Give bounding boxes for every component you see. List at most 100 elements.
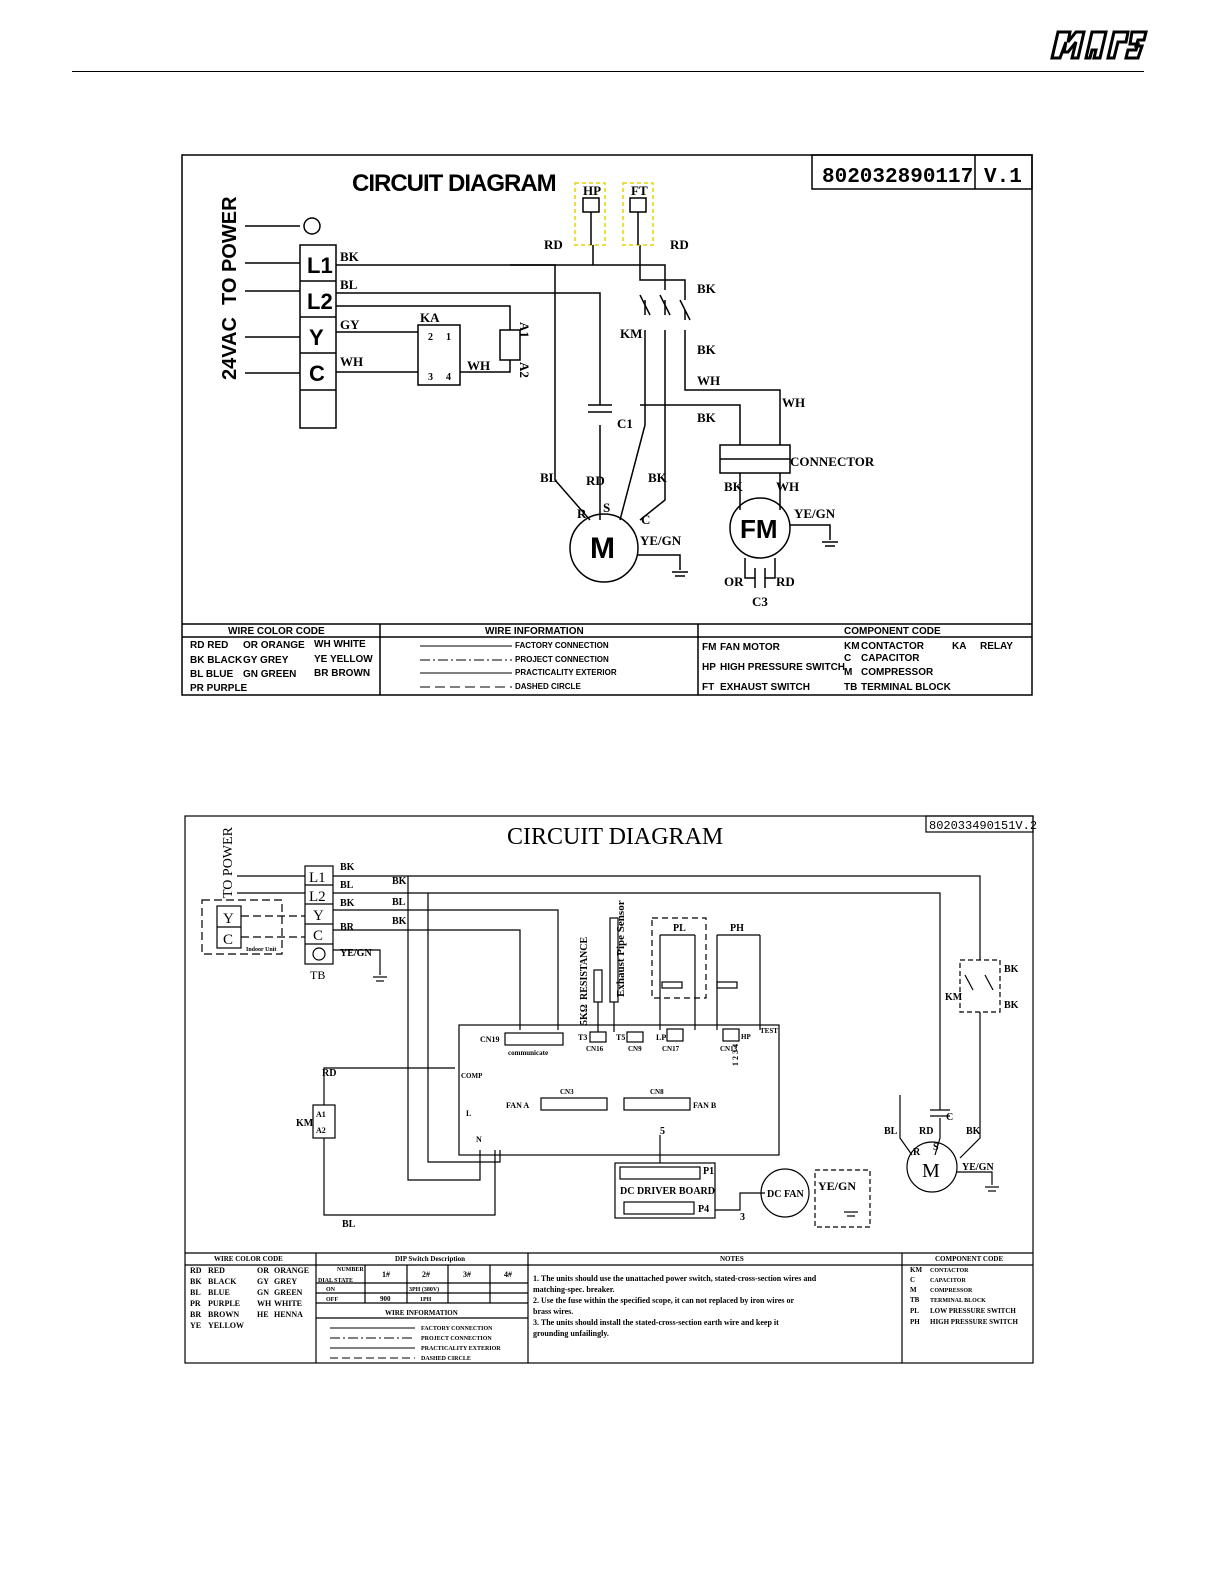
component-label: L (466, 1109, 471, 1118)
component-label: A2 (517, 362, 532, 378)
component-label: KM (296, 1118, 314, 1129)
wire-label: BK (340, 898, 355, 909)
component-label: DC FAN (767, 1189, 805, 1200)
legend-cell: RD (190, 1266, 202, 1275)
component-label: FAN B (693, 1101, 717, 1110)
component-label: A2 (316, 1126, 326, 1135)
legend-cell: FM (702, 642, 716, 653)
component-label: KM (620, 326, 642, 341)
legend-cell: KM (844, 641, 860, 652)
wire-label: BK (340, 862, 355, 873)
note-line: 3. The units should install the stated-c… (533, 1318, 779, 1327)
legend-title: WIRE INFORMATION (485, 626, 584, 637)
compressor-symbol: M (590, 532, 615, 565)
wire-label: WH (697, 373, 720, 388)
component-label: LP (656, 1033, 666, 1042)
legend-cell: BLACK (208, 1277, 237, 1286)
label-to-power-2: TO POWER (221, 826, 236, 898)
relay-pin: 4 (446, 372, 451, 383)
wire-label: YE/GN (340, 948, 372, 959)
legend-cell: TERMINAL BLOCK (930, 1298, 986, 1304)
legend-cell: PROJECT CONNECTION (515, 655, 609, 664)
legend-cell: GY GREY (243, 655, 289, 666)
tb-label: TB (310, 968, 325, 982)
legend-cell: PURPLE (208, 1299, 240, 1308)
component-label: 3 (740, 1212, 745, 1223)
legend-cell: TB (844, 682, 857, 693)
legend-cell: EXHAUST SWITCH (720, 682, 810, 693)
wire-label: BL (340, 277, 358, 292)
component-label: PL (673, 923, 686, 934)
legend-cell: CONTACTOR (930, 1268, 969, 1274)
legend-cell: OR ORANGE (243, 640, 305, 651)
legend-cell: ORANGE (274, 1266, 309, 1275)
component-label: S (603, 500, 610, 515)
note-line: 1. The units should use the unattached p… (533, 1274, 817, 1283)
legend-cell: COMPRESSOR (861, 667, 934, 678)
legend-cell: 3# (463, 1270, 471, 1279)
component-label: 5 (660, 1126, 665, 1137)
component-label: FAN A (506, 1101, 529, 1110)
legend-cell: FACTORY CONNECTION (421, 1326, 493, 1332)
wire-label: BK (1004, 964, 1019, 975)
component-label: P1 (703, 1166, 714, 1177)
mars-logo (1050, 30, 1148, 60)
relay-pin: 2 (428, 332, 433, 343)
legend-cell: RD RED (190, 640, 228, 651)
wire-label: BR (340, 922, 355, 933)
indoor-unit-label: Indoor Unit (246, 947, 276, 953)
legend-cell: GN GREEN (243, 669, 296, 680)
terminal-l1: L1 (307, 253, 333, 278)
fan-motor-symbol: FM (740, 514, 778, 544)
wire-label: BK (392, 876, 407, 887)
component-label: CN13 (720, 1045, 738, 1053)
component-label: CN3 (560, 1088, 574, 1096)
component-label: FT (631, 183, 648, 198)
legend-cell: LOW PRESSURE SWITCH (930, 1307, 1016, 1315)
legend-cell: BR (190, 1310, 201, 1319)
component-label: RESISTANCE (579, 937, 590, 1000)
wire-label: RD (919, 1126, 933, 1137)
legend-cell: NUMBER (337, 1267, 364, 1273)
legend-cell: HIGH PRESSURE SWITCH (720, 662, 845, 673)
legend-cell: PR PURPLE (190, 683, 248, 694)
legend-cell: 900 (380, 1295, 391, 1303)
legend-cell: 1# (382, 1270, 390, 1279)
component-label: T3 (578, 1033, 587, 1042)
wire-label: OR (724, 574, 744, 589)
component-label: KM (945, 992, 963, 1003)
wire-label: RD (322, 1068, 336, 1079)
legend-cell: BL BLUE (190, 669, 233, 680)
wire-label: BK (966, 1126, 981, 1137)
terminal-y: Y (309, 325, 324, 350)
legend-cell: OFF (326, 1297, 338, 1303)
legend-title: COMPONENT CODE (935, 1255, 1003, 1263)
legend-cell: WH WHITE (314, 639, 366, 650)
component-label: CN8 (650, 1088, 664, 1096)
wire-label: RD (544, 237, 563, 252)
indoor-c: C (223, 932, 233, 948)
legend-cell: BL (190, 1288, 201, 1297)
legend-cell: RELAY (980, 641, 1013, 652)
legend-cell: HP (702, 662, 716, 673)
wire-label: WH (467, 358, 490, 373)
circuit-diagram-2: CIRCUIT DIAGRAM 802033490151V.2 TO POWER… (184, 815, 1037, 1364)
wire-label: BL (884, 1126, 898, 1137)
legend-cell: RED (208, 1266, 225, 1275)
legend-cell: BROWN (208, 1310, 239, 1319)
legend-cell: KA (952, 641, 966, 652)
wire-label: YE/GN (794, 506, 836, 521)
wire-label: YE/GN (962, 1162, 994, 1173)
wire-label: BK (340, 249, 360, 264)
legend-cell: DIAL STATE (318, 1278, 353, 1284)
indoor-y: Y (223, 911, 234, 927)
legend-cell: GN (257, 1288, 269, 1297)
component-label: C3 (752, 594, 768, 609)
legend-cell: WH (257, 1299, 272, 1308)
component-label: S (933, 1142, 939, 1153)
legend-cell: 2# (422, 1270, 430, 1279)
component-label: HP (741, 1033, 751, 1041)
legend-cell: GREY (274, 1277, 297, 1286)
note-line: brass wires. (533, 1307, 573, 1316)
legend-cell: ON (326, 1287, 336, 1293)
